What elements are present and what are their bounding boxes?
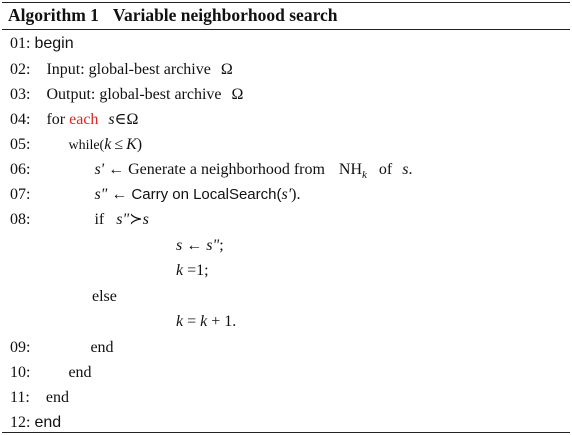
variable-s-prime: s' xyxy=(281,186,292,203)
algo-line-07: 07: s" ← Carry on LocalSearch(s'). xyxy=(10,185,300,205)
top-rule xyxy=(2,2,570,3)
algo-line-01: 01: begin xyxy=(10,34,74,54)
variable-s-double-prime: s" xyxy=(206,237,220,254)
algo-line-05: 05: while(k≤K) xyxy=(10,135,142,156)
algo-line-increment-k: k = k + 1. xyxy=(176,312,236,332)
assign-arrow: ← xyxy=(186,237,203,254)
line-text: end xyxy=(34,414,62,431)
value-one: 1 xyxy=(196,262,205,279)
algo-line-else: else xyxy=(92,287,117,307)
variable-s: s xyxy=(108,111,115,128)
keyword: for xyxy=(46,111,66,128)
nh-subscript: k xyxy=(362,169,367,181)
algo-line-11: 11: end xyxy=(10,388,69,408)
line-text: Output: global-best archive xyxy=(46,86,222,103)
line-text: Generate a neighborhood from xyxy=(128,161,325,178)
line-number: 03: xyxy=(10,86,31,103)
element-of-operator: ∈ xyxy=(114,111,127,128)
variable-s-prime: s' xyxy=(94,161,105,178)
omega-symbol: Ω xyxy=(126,111,139,128)
end-punct: . xyxy=(408,161,413,178)
variable-s-double-prime: s" xyxy=(116,211,130,228)
line-number: 10: xyxy=(10,364,31,381)
of-word: of xyxy=(378,161,393,178)
line-number: 08: xyxy=(10,211,31,228)
leq-operator: ≤ xyxy=(114,136,124,153)
keyword: while( xyxy=(68,138,105,153)
end-punct: ; xyxy=(204,262,209,279)
omega-symbol: Ω xyxy=(220,61,233,78)
variable-s: s xyxy=(402,161,409,178)
keyword: end xyxy=(90,339,114,356)
line-number: 09: xyxy=(10,339,31,356)
nh-symbol: NH xyxy=(338,161,363,178)
algo-line-10: 10: end xyxy=(10,363,92,383)
line-number: 07: xyxy=(10,186,31,203)
end-punct: . xyxy=(232,313,237,330)
close-paren: ) xyxy=(136,136,143,153)
algo-line-reset-k: k =1; xyxy=(176,261,209,281)
algo-line-08: 08: if s"≻s xyxy=(10,210,149,230)
keyword: else xyxy=(92,288,117,305)
line-text: Input: global-best archive xyxy=(46,61,211,78)
algo-line-02: 02: Input: global-best archive Ω xyxy=(10,60,233,80)
assign-arrow: ← xyxy=(108,161,125,178)
value-one: 1 xyxy=(224,313,233,330)
variable-K: K xyxy=(126,136,137,153)
end-punct: ; xyxy=(219,237,224,254)
assign-arrow: ← xyxy=(111,186,128,203)
equals-operator: = xyxy=(187,262,197,279)
algorithm-caption: Algorithm 1 Variable neighborhood search xyxy=(8,5,338,26)
highlight-keyword: each xyxy=(69,111,99,128)
variable-s: s xyxy=(176,237,183,254)
algo-line-06: 06: s' ← Generate a neighborhood from NH… xyxy=(10,160,412,185)
caption-title: Variable neighborhood search xyxy=(112,5,338,25)
line-number: 04: xyxy=(10,111,31,128)
algo-line-04: 04: for each s∈Ω xyxy=(10,110,138,130)
line-number: 11: xyxy=(10,389,30,406)
algo-line-03: 03: Output: global-best archive Ω xyxy=(10,85,243,105)
bottom-rule xyxy=(2,432,570,433)
line-number: 05: xyxy=(10,136,31,153)
variable-k: k xyxy=(104,136,112,153)
end-punct: ). xyxy=(291,186,301,203)
line-number: 06: xyxy=(10,161,31,178)
algo-line-assign-s: s ← s"; xyxy=(176,236,224,256)
variable-k: k xyxy=(176,313,184,330)
keyword: end xyxy=(45,389,69,406)
plus-operator: + xyxy=(211,313,221,330)
caption-label: Algorithm 1 xyxy=(8,5,99,25)
dominates-operator: ≻ xyxy=(129,211,143,228)
header-rule xyxy=(2,29,570,30)
keyword: end xyxy=(68,364,92,381)
equals-operator: = xyxy=(187,313,197,330)
line-number: 01: xyxy=(10,35,31,52)
variable-k: k xyxy=(176,262,184,279)
variable-s: s xyxy=(142,211,149,228)
algo-line-12: 12: end xyxy=(10,413,61,433)
keyword: if xyxy=(94,211,105,228)
variable-s-double-prime: s" xyxy=(94,186,108,203)
line-number: 02: xyxy=(10,61,31,78)
line-text: begin xyxy=(34,35,74,52)
variable-k: k xyxy=(200,313,208,330)
omega-symbol: Ω xyxy=(231,86,244,103)
line-number: 12: xyxy=(10,414,31,431)
line-text: Carry on LocalSearch( xyxy=(131,186,282,203)
algo-line-09: 09: end xyxy=(10,338,114,358)
